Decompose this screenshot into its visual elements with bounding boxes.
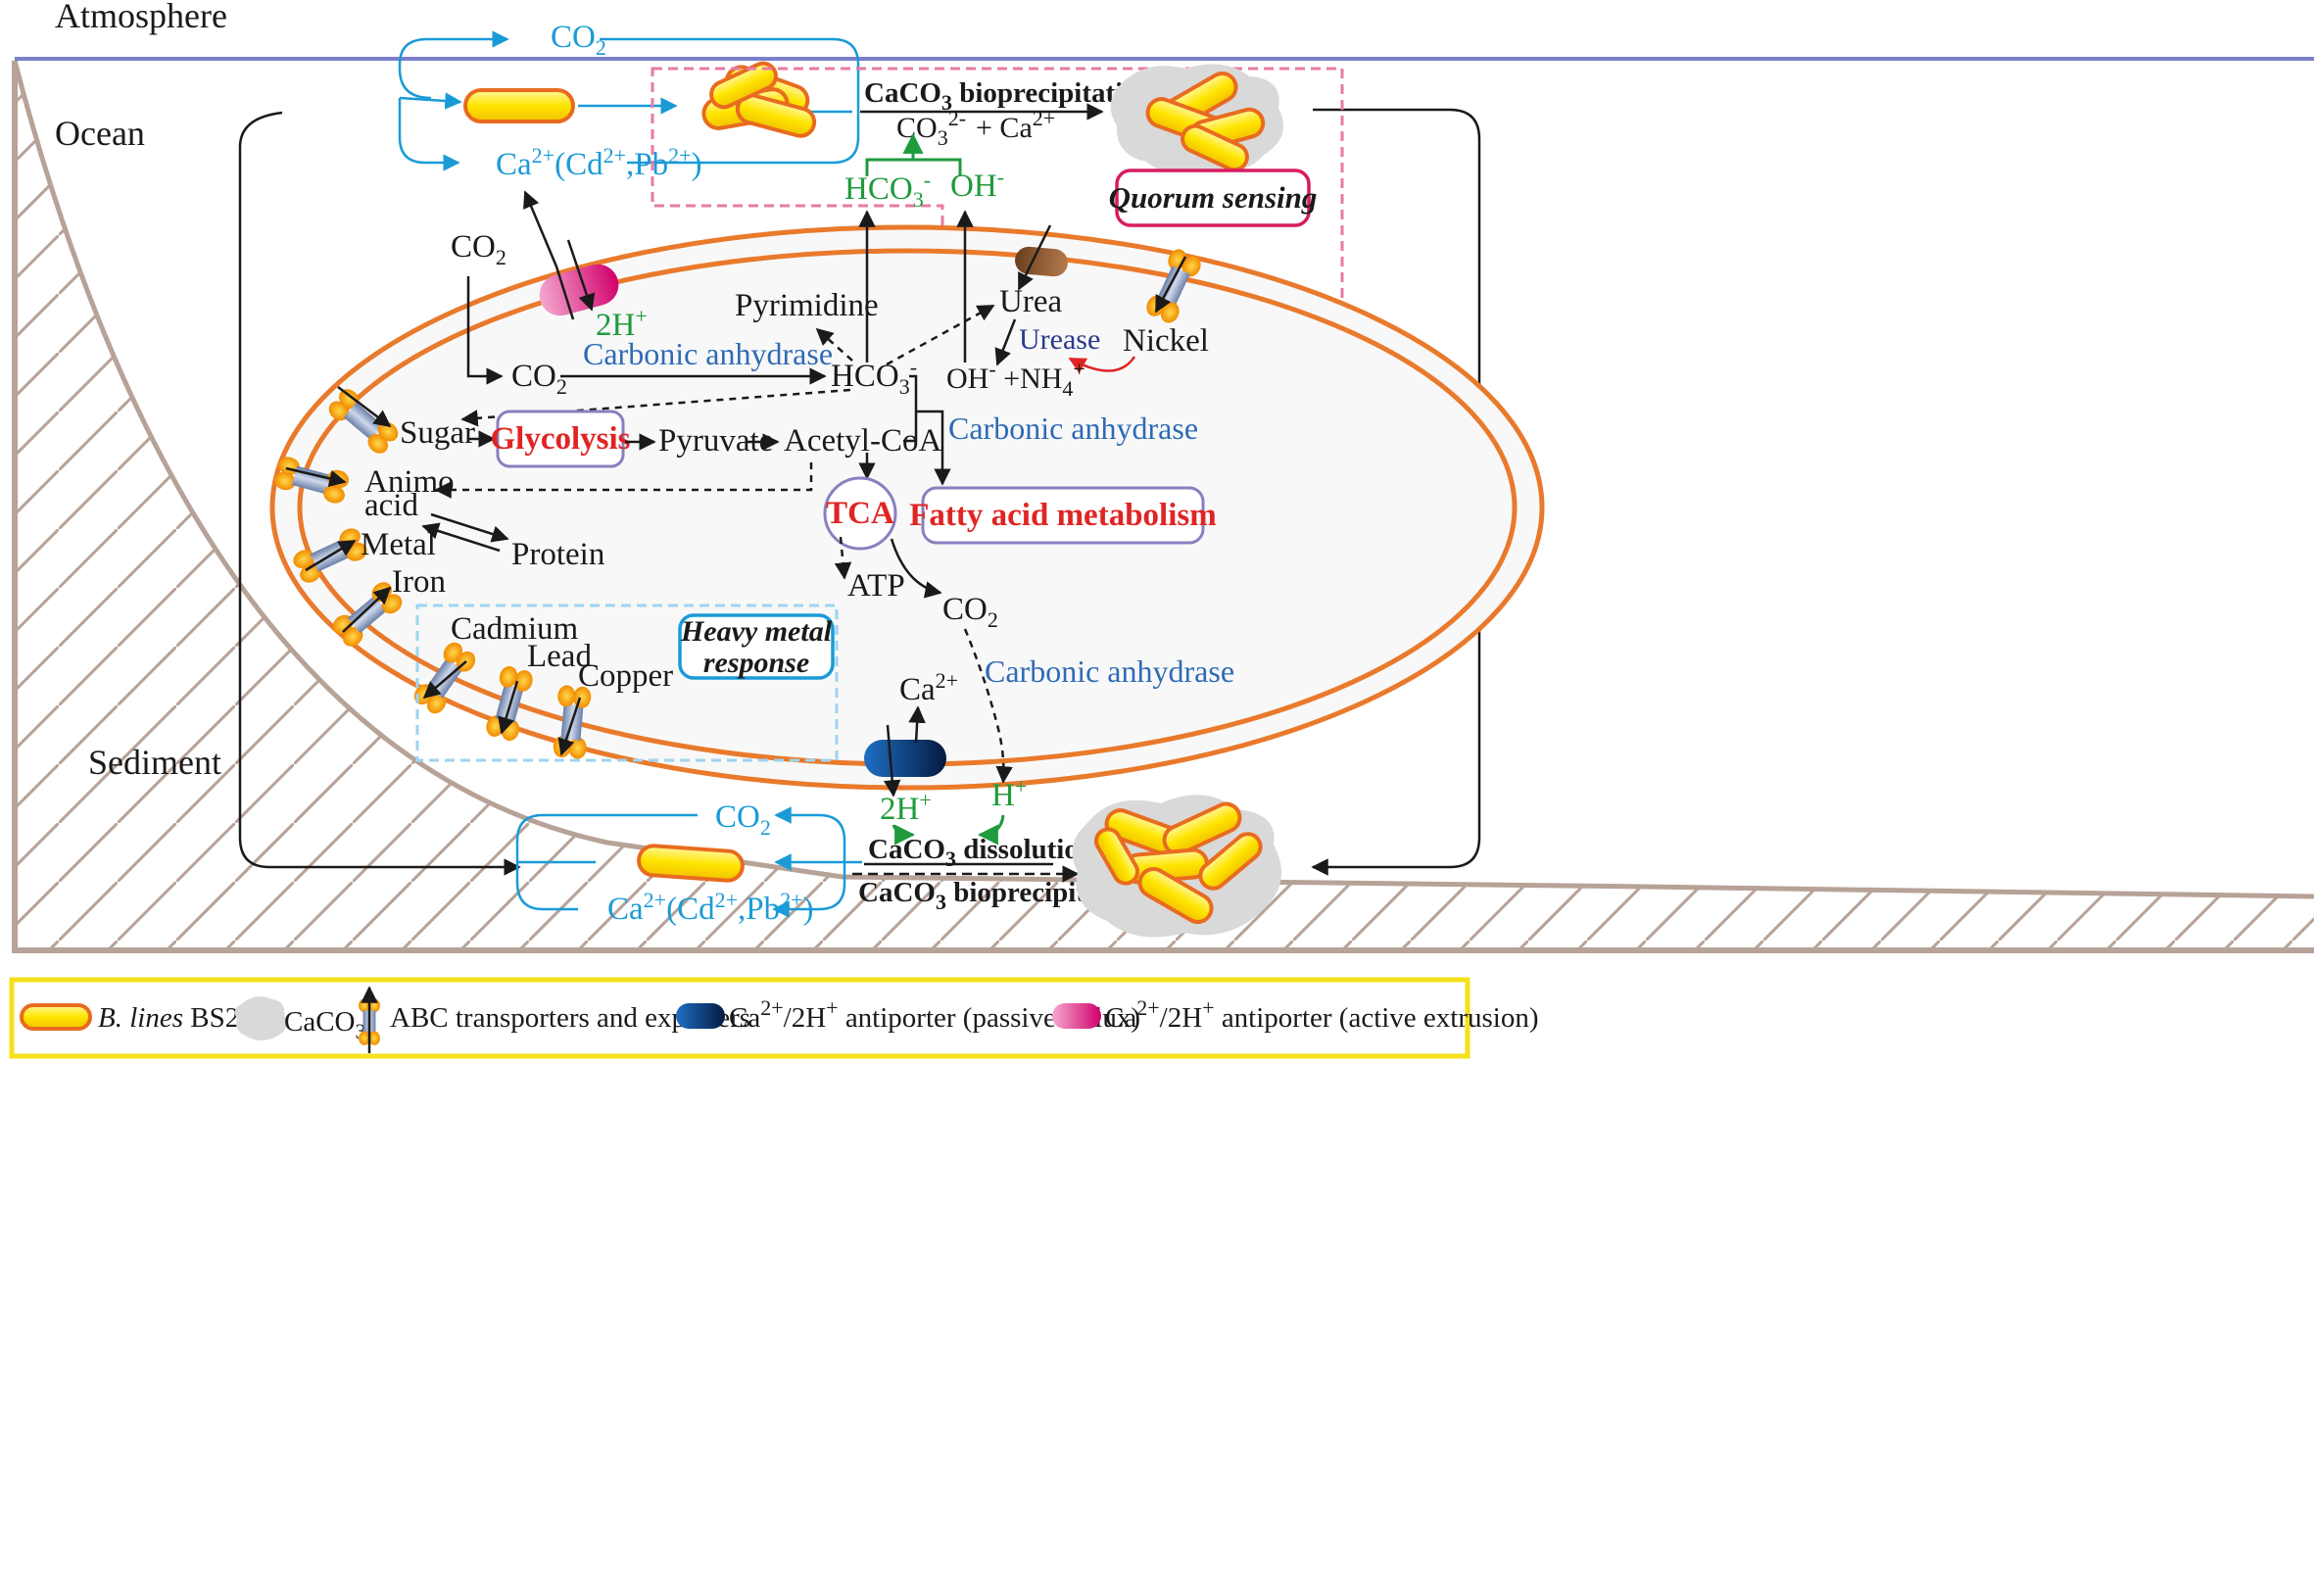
to-pyrimidine-arrow [815, 327, 853, 362]
ca-cell-label: Ca2+ [899, 668, 958, 707]
legend-passive-label: Ca2+/2H+ antiporter (passive influx) [729, 995, 1140, 1034]
tca-label: TCA [826, 496, 894, 531]
heavy-metal-label-1: Heavy metal [680, 615, 833, 648]
protein-label: Protein [511, 537, 604, 572]
cadmium-label: Cadmium [451, 611, 578, 647]
co2-out-label: CO2 [942, 592, 998, 632]
ca-extrusion-stem [554, 266, 575, 320]
quorum-sensing-label: Quorum sensing [1109, 180, 1318, 215]
nickel-label: Nickel [1123, 323, 1209, 359]
oh-out-label: OH- [950, 165, 1004, 204]
ca-influx-arrow [908, 705, 926, 744]
iron-label: Iron [392, 564, 446, 600]
caco3-precipitate-top [1110, 64, 1283, 174]
carbonic-anhydrase-label-3: Carbonic anhydrase [985, 653, 1234, 689]
transporter-arrows [285, 256, 1187, 756]
legend-active-label: Ca2+/2H+ antiporter (active extrusion) [1105, 995, 1539, 1034]
protein-to-amino-arrow [421, 522, 501, 553]
co2-entry-arrow [466, 276, 504, 385]
heavy-metal-region [415, 604, 839, 762]
bacterium-rod-single [463, 88, 575, 123]
carbonic-anhydrase-label-2: Carbonic anhydrase [948, 411, 1198, 446]
quorum-sensing-box [1115, 169, 1311, 227]
metal-label: Metal [361, 527, 436, 562]
bacterial-cell [269, 224, 1545, 791]
hco3-out-label: HCO3- [844, 168, 931, 212]
glycolysis-box [496, 410, 625, 468]
top-precip-label: CaCO3 bioprecipitation [864, 77, 1153, 115]
fatty-acid-box [921, 486, 1205, 545]
top-cycle [398, 30, 860, 171]
oh-nh4-label: OH- +NH4+ [946, 357, 1085, 401]
sugar-label: Sugar [400, 415, 475, 451]
h-plus-label: H+ [991, 774, 1027, 813]
bottom-ion-label: Ca2+(Cd2+,Pb2+) [607, 888, 814, 927]
sediment-layer [12, 60, 2314, 953]
proton-top-label: 2H+ [596, 304, 648, 343]
bacterium-rod-bottom [637, 844, 745, 883]
legend-active-icon [1052, 1003, 1101, 1029]
sediment-label: Sediment [88, 743, 221, 782]
proton-efflux-arrow [883, 724, 901, 798]
co2-to-proton-arrow [963, 628, 1013, 784]
legend-bacteria-icon [20, 1003, 92, 1031]
bottom-cycle [515, 806, 862, 918]
carbonate-ions-label: CO32-+ Ca2+ [896, 106, 1055, 150]
proton-to-dissolution-arrow [892, 824, 916, 846]
caco3-precipitate-bottom [1072, 795, 1281, 938]
urea-label: Urea [999, 284, 1062, 319]
legend-passive-icon [676, 1003, 725, 1029]
glycolysis-label: Glycolysis [490, 421, 630, 457]
copper-label: Copper [578, 658, 673, 694]
to-fatty-acid-arrow [916, 410, 951, 486]
urea-hydrolysis-arrow [994, 318, 1017, 366]
urease-label: Urease [1019, 323, 1100, 356]
hplus-to-dissolution-arrow [977, 814, 1005, 846]
co2-cell-label: CO2 [511, 359, 567, 399]
urea-uptake-arrow [1017, 224, 1052, 291]
amino-acid-label-2: acid [364, 488, 418, 523]
tca-to-co2-arrow [890, 538, 942, 599]
atp-label: ATP [847, 568, 905, 604]
carbonic-anhydrase-label-1: Carbonic anhydrase [583, 336, 833, 371]
nickel-activation-arrow [1068, 356, 1136, 374]
amino-acid-label-1: Animo [364, 464, 455, 500]
fatty-acid-label: Fatty acid metabolism [909, 498, 1216, 533]
legend-caco3-label: CaCO3 [284, 1006, 366, 1043]
carbonate-merge-arrow [865, 132, 962, 176]
bacterium-cluster-top [701, 61, 817, 138]
co2-external-label: CO2 [451, 229, 506, 269]
bottom-co2-label: CO2 [715, 799, 771, 840]
proton-influx-arrow [566, 239, 596, 312]
acetyl-coa-label: Acetyl-CoA [784, 423, 941, 459]
legend-box [9, 977, 1470, 1059]
heavy-metal-label-2: response [703, 647, 809, 679]
heavy-metal-box [678, 613, 835, 680]
pyrimidine-label: Pyrimidine [735, 288, 879, 323]
proton-bottom-label: 2H+ [880, 788, 932, 827]
ca-extrusion-arrow [523, 190, 558, 267]
passive-influx-antiporter [864, 740, 946, 777]
legend-caco3-icon [234, 995, 287, 1040]
top-ion-label: Ca2+(Cd2+,Pb2+) [496, 143, 702, 182]
ocean-label: Ocean [55, 114, 145, 153]
to-amino-acid-arrow [434, 462, 813, 499]
lead-label: Lead [527, 639, 592, 674]
amino-to-protein-arrow [430, 512, 509, 543]
top-co2-label: CO2 [551, 20, 606, 60]
tca-circle [823, 476, 897, 551]
dissolution-label: CaCO3 dissolution [868, 834, 1094, 871]
hco3-to-acetyl-link [903, 374, 918, 443]
atmosphere-label: Atmosphere [55, 0, 227, 35]
